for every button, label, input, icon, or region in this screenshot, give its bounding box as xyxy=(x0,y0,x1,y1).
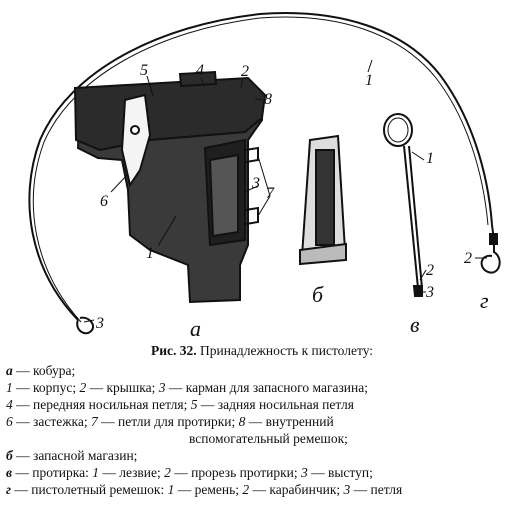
legend-num: 6 xyxy=(6,414,13,429)
legend-row-8-cont: вспомогательный ремешок; xyxy=(6,430,521,447)
strap-label-2: 2 xyxy=(464,250,472,267)
holster-label-8: 8 xyxy=(264,91,272,108)
legend-num: 3 xyxy=(343,482,351,497)
legend: а — кобура; 1 — корпус; 2 — крышка; 3 — … xyxy=(6,362,521,498)
legend-text: — застежка; xyxy=(12,414,92,429)
legend-num: 2 xyxy=(79,380,87,395)
legend-text: — прорезь протирки; xyxy=(170,465,301,480)
rod-label-1: 1 xyxy=(426,150,434,167)
legend-text-a: — кобура; xyxy=(12,363,76,378)
holster-label-3: 3 xyxy=(251,175,260,192)
accessories-illustration: 1 3 5 4 2 8 6 3 7 1 1 2 3 2 а б в г xyxy=(28,12,501,340)
legend-text: — внутренний xyxy=(245,414,334,429)
legend-text-v: — протирка: xyxy=(12,465,93,480)
legend-row-6: 6 — застежка; 7 — петли для протирки; 8 … xyxy=(6,413,521,430)
holster-label-7: 7 xyxy=(266,185,275,202)
caption-number: Рис. 32. xyxy=(150,343,197,358)
legend-num: 8 xyxy=(238,414,246,429)
legend-key-v: в xyxy=(6,465,13,480)
rod-label-3: 3 xyxy=(425,284,434,301)
strap-label-3: 3 xyxy=(95,315,104,332)
holster-label-1: 1 xyxy=(146,245,154,262)
letter-g: г xyxy=(480,288,489,313)
legend-row-a: а — кобура; xyxy=(6,362,521,379)
legend-key-g: г xyxy=(6,482,11,497)
legend-num: 5 xyxy=(190,397,198,412)
figure-caption: Рис. 32. Принадлежность к пистолету: xyxy=(0,343,524,359)
legend-row-4: 4 — передняя носильная петля; 5 — задняя… xyxy=(6,396,521,413)
holster-label-6: 6 xyxy=(100,193,108,210)
holster-label-5: 5 xyxy=(140,62,148,79)
legend-num: 3 xyxy=(300,465,308,480)
legend-row-1: 1 — корпус; 2 — крышка; 3 — карман для з… xyxy=(6,379,521,396)
legend-num: 3 xyxy=(158,380,166,395)
holster-label-4: 4 xyxy=(196,62,204,79)
legend-text-b: — запасной магазин; xyxy=(12,448,138,463)
legend-num: 2 xyxy=(242,482,250,497)
cleaning-rod-drawing xyxy=(383,113,423,297)
legend-text: — петля xyxy=(350,482,403,497)
legend-text: — карабинчик; xyxy=(249,482,344,497)
legend-row-g: г — пистолетный ремешок: 1 — ремень; 2 —… xyxy=(6,481,521,498)
legend-num: 2 xyxy=(164,465,171,480)
legend-key-a: а xyxy=(6,363,13,378)
legend-num: 1 xyxy=(167,482,175,497)
holster-drawing xyxy=(73,70,267,304)
legend-text: — карман для запасного магазина; xyxy=(165,380,368,395)
legend-text: — задняя носильная петля xyxy=(197,397,354,412)
legend-text-g: — пистолетный ремешок: xyxy=(10,482,168,497)
legend-text: — лезвие; xyxy=(98,465,165,480)
legend-text: — крышка; xyxy=(86,380,159,395)
legend-text: — ремень; xyxy=(174,482,243,497)
letter-v: в xyxy=(410,312,420,337)
pistol-strap-drawing xyxy=(28,12,501,335)
legend-text: — петли для протирки; xyxy=(97,414,239,429)
legend-text: — выступ; xyxy=(307,465,373,480)
strap-label-1: 1 xyxy=(365,72,373,89)
caption-text: Принадлежность к пистолету: xyxy=(196,343,374,358)
legend-num: 7 xyxy=(91,414,98,429)
letter-b: б xyxy=(312,282,324,307)
legend-text: вспомогательный ремешок; xyxy=(189,431,348,446)
legend-text: — корпус; xyxy=(12,380,80,395)
legend-row-b: б — запасной магазин; xyxy=(6,447,521,464)
legend-num: 4 xyxy=(6,397,13,412)
legend-num: 1 xyxy=(6,380,13,395)
holster-label-2: 2 xyxy=(241,63,249,80)
legend-key-b: б xyxy=(6,448,13,463)
legend-row-v: в — протирка: 1 — лезвие; 2 — прорезь пр… xyxy=(6,464,521,481)
spare-magazine-drawing xyxy=(299,134,347,266)
rod-label-2: 2 xyxy=(426,262,434,279)
legend-text: — передняя носильная петля; xyxy=(12,397,191,412)
legend-num: 1 xyxy=(92,465,99,480)
letter-a: а xyxy=(190,316,201,340)
